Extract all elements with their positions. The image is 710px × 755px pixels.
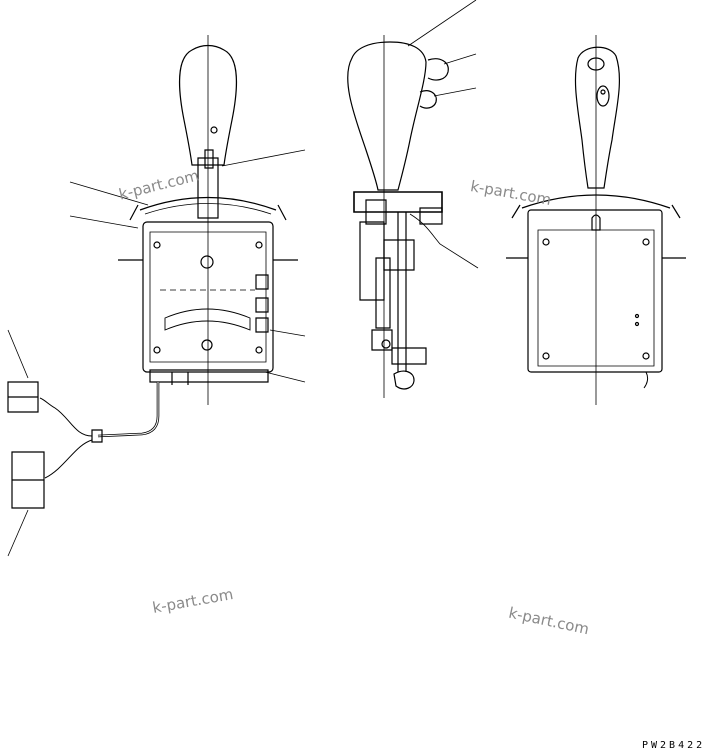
side-bottom-clip: [394, 371, 414, 389]
front-lever-knob: [180, 46, 237, 166]
front-harness: [98, 382, 158, 436]
drawing-code: PW2B422: [642, 740, 706, 751]
front-lever-clamp: [205, 150, 213, 168]
leader-4: [70, 216, 138, 228]
side-lever-knob: [348, 42, 426, 190]
front-gate-arc: [165, 309, 250, 330]
leader-7: [265, 372, 305, 382]
rear-knob-hole: [588, 58, 604, 70]
front-lever-shaft: [198, 158, 218, 218]
rear-top-cover: [522, 195, 670, 208]
front-bottom-plate: [150, 370, 268, 382]
leader-1: [8, 330, 28, 378]
rear-view: [506, 35, 686, 405]
front-top-cover: [140, 198, 276, 211]
front-view: [8, 35, 305, 556]
leader-5: [222, 150, 305, 166]
leader-3: [70, 182, 148, 205]
front-housing: [143, 222, 273, 372]
side-view: [348, 0, 478, 398]
front-switch-3: [256, 318, 268, 332]
rear-housing: [528, 210, 662, 372]
rear-lever-knob: [575, 47, 619, 188]
side-body: [360, 222, 384, 300]
front-switch-1: [256, 275, 268, 289]
front-switch-2: [256, 298, 268, 312]
leader-6: [270, 330, 305, 336]
leader-2: [8, 510, 28, 556]
side-button-2: [420, 91, 436, 108]
front-pivot: [201, 256, 213, 268]
side-button-1: [428, 59, 448, 80]
side-top-block: [354, 192, 442, 212]
front-clamp-screw: [211, 127, 217, 133]
